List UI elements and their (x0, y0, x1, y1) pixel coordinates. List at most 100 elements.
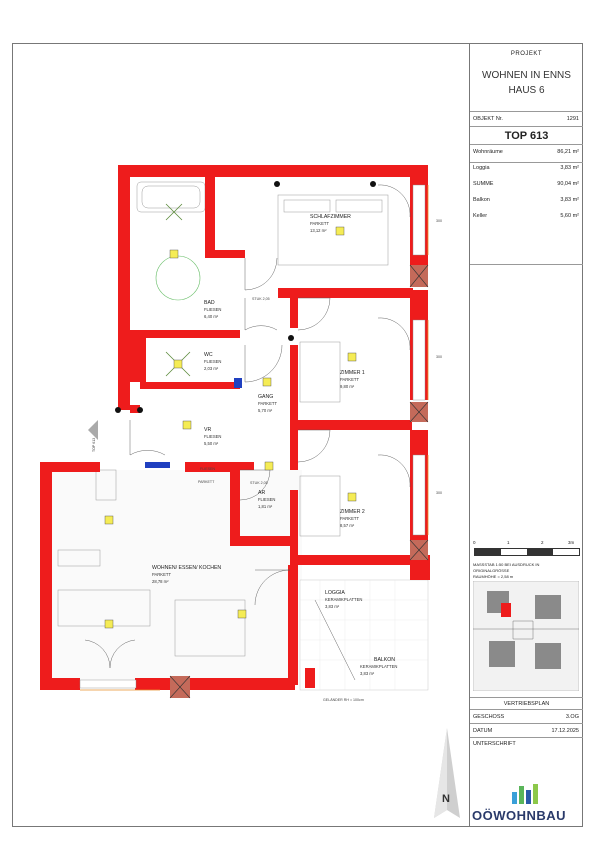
title-block: PROJEKT WOHNEN IN ENNS HAUS 6 OBJEKT Nr.… (469, 43, 583, 827)
window-dim-label: 300 (436, 355, 442, 359)
area-label: Keller (473, 213, 488, 219)
room-floor: PARKETT (340, 516, 359, 521)
geschoss-row: GESCHOSS 3.OG (470, 710, 583, 724)
geschoss-value: 3.OG (565, 714, 579, 720)
room-name: BAD (204, 300, 215, 306)
living-floor (52, 470, 302, 680)
room-floor: FLIESEN (204, 359, 221, 364)
room-area: 9,80 m² (340, 384, 355, 389)
orange-details (80, 185, 429, 691)
scale-label: 1 (507, 540, 510, 545)
installation-dots (115, 181, 376, 413)
entry-arrow (88, 420, 98, 440)
room-area: 3,83 m² (360, 671, 375, 676)
drawing-frame (12, 43, 583, 827)
ceiling-lights (165, 203, 191, 377)
door-dim-label: STUK 2,05 (250, 481, 268, 485)
entry-mat (145, 462, 170, 468)
room-name: WOHNEN/ ESSEN/ KOCHEN (152, 565, 221, 571)
top-row: TOP 613 (470, 127, 583, 145)
signature-label: UNTERSCHRIFT (473, 741, 516, 747)
objekt-label: OBJEKT Nr. (473, 116, 503, 122)
area-label: SUMME (473, 181, 494, 187)
door-swings (84, 184, 411, 681)
room-area: 28,78 m² (152, 579, 169, 584)
north-arrow-icon: N (434, 728, 460, 818)
room-name: GANG (258, 394, 273, 400)
scale-label: 2 (541, 540, 544, 545)
room-name: AR (258, 490, 265, 496)
company-logo-text: OÖWOHNBAU (472, 808, 567, 823)
scale-caption: MASSSTAB 1:50 BEI AUSDRUCK IN (473, 562, 540, 567)
room-floor: PARKETT (340, 377, 359, 382)
datum-label: DATUM (473, 728, 493, 734)
objekt-value: 1291 (566, 116, 579, 122)
room-area: 6,40 m² (204, 314, 219, 319)
room-floor: FLIESEN (204, 307, 221, 312)
area-label: Loggia (473, 165, 490, 171)
room-area: 5,50 m² (204, 441, 219, 446)
floor-change-label: FLIESEN (200, 467, 215, 471)
logo-icon (512, 784, 538, 804)
room-name: VR (204, 427, 211, 433)
floor-plan: SCHLAFZIMMER PARKETT 13,12 m² BAD FLIESE… (40, 165, 442, 702)
area-table: Wohnräume 86,21 m² Loggia 3,83 m² SUMME … (470, 145, 583, 265)
vertriebsplan-label: VERTRIEBSPLAN (503, 701, 550, 707)
room-area: 5,70 m² (258, 408, 273, 413)
site-plan (473, 581, 579, 691)
area-label: Balkon (473, 197, 490, 203)
shafts (169, 264, 429, 699)
top-marker: TOP 613 (92, 438, 96, 452)
door-dim-label: STUK 2,05 (252, 297, 270, 301)
signature-row: UNTERSCHRIFT (470, 738, 583, 750)
room-floor: KERAMIKPLATTEN (360, 664, 397, 669)
railing-label: GELÄNDER RH = 100cm (323, 698, 364, 702)
area-value: 3,83 m² (560, 197, 579, 203)
area-label: Wohnräume (473, 149, 503, 155)
room-name: LOGGIA (325, 590, 345, 596)
vertriebsplan-row: VERTRIEBSPLAN (470, 697, 583, 710)
window-dim-label: 300 (436, 491, 442, 495)
project-subtitle: HAUS 6 (508, 85, 545, 96)
geschoss-label: GESCHOSS (473, 714, 505, 720)
room-area: 2,03 m² (204, 366, 219, 371)
project-block: PROJEKT WOHNEN IN ENNS HAUS 6 (470, 43, 583, 163)
scale-caption: ORIGINALGRÖSSE (473, 568, 510, 573)
window-dim-label: 300 (436, 219, 442, 223)
floor-change-label: PARKETT (198, 480, 215, 484)
loggia-floor (299, 579, 429, 691)
project-label: PROJEKT (510, 51, 543, 57)
windows (79, 184, 426, 689)
room-area: 13,12 m² (310, 228, 327, 233)
room-name: WC (204, 352, 213, 358)
plan-annotations: TOP 613 FLIESEN PARKETT GELÄNDER RH = 10… (92, 219, 442, 702)
room-floor: FLIESEN (258, 497, 275, 502)
top-title: TOP 613 (504, 130, 549, 142)
room-floor: FLIESEN (204, 434, 221, 439)
area-value: 3,83 m² (560, 165, 579, 171)
room-area: 3,83 m² (325, 604, 340, 609)
room-area: 8,57 m² (340, 523, 355, 528)
datum-row: DATUM 17.12.2025 (470, 724, 583, 738)
room-floor: PARKETT (258, 401, 277, 406)
room-name: SCHLAFZIMMER (310, 214, 351, 220)
sensor-points (104, 226, 357, 629)
room-floor: KERAMIKPLATTEN (325, 597, 362, 602)
scale-bar (474, 548, 580, 556)
room-area: 1,81 m² (258, 504, 273, 509)
distribution-box (234, 378, 242, 388)
room-floor: PARKETT (152, 572, 171, 577)
room-floor: PARKETT (310, 221, 329, 226)
room-name: BALKON (374, 657, 395, 663)
north-label: N (442, 793, 450, 805)
datum-value: 17.12.2025 (551, 728, 579, 734)
loggia-tiles (300, 580, 428, 690)
area-value: 86,21 m² (557, 149, 579, 155)
scale-label: 0 (473, 540, 476, 545)
scale-caption: RAUMHÖHE = 2,58 m (473, 574, 514, 579)
area-value: 5,60 m² (560, 213, 579, 219)
objekt-row: OBJEKT Nr. 1291 (470, 111, 583, 127)
scale-label: 3m (568, 540, 575, 545)
project-title: WOHNEN IN ENNS (482, 70, 571, 81)
furniture (57, 181, 389, 657)
